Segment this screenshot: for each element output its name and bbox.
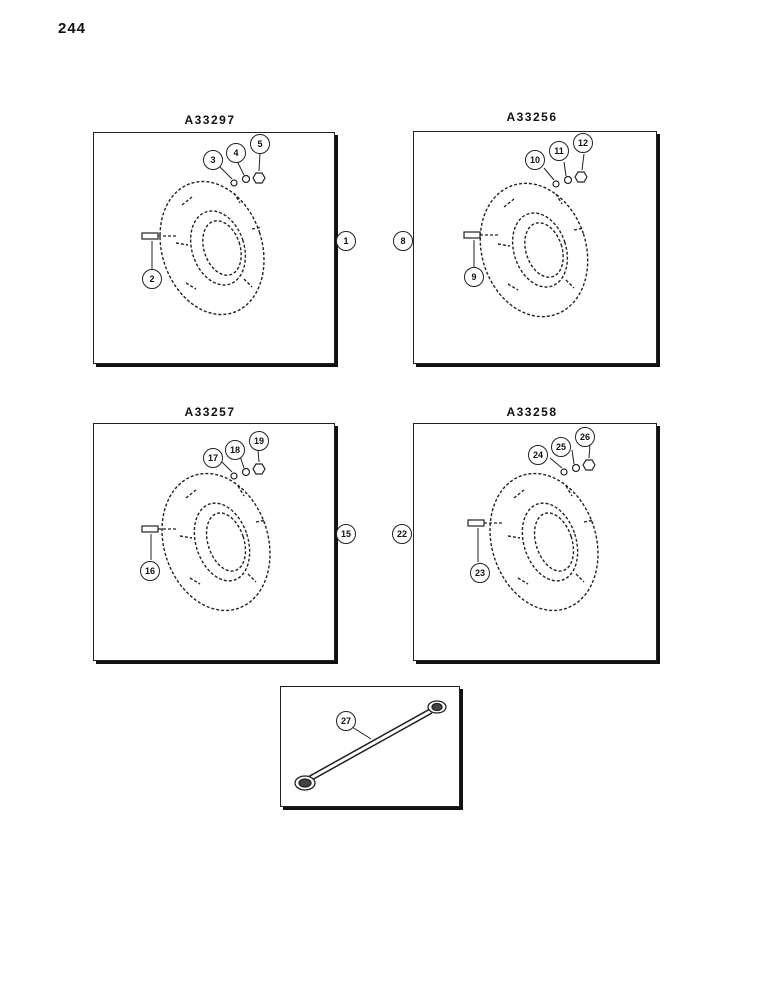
callout-part-b-3: 18 [225, 440, 245, 460]
panel-title-2: A33256 [506, 110, 558, 124]
callout-bolt-3: 16 [140, 561, 160, 581]
callout-wrench: 27 [336, 711, 356, 731]
callout-bolt-1: 2 [142, 269, 162, 289]
callout-part-b-4: 25 [551, 437, 571, 457]
callout-part-a-2: 10 [525, 150, 545, 170]
panel-title-4: A33258 [506, 405, 558, 419]
callout-assembly-1: 1 [336, 231, 356, 251]
weight-panel-1 [93, 132, 335, 364]
wrench-panel [280, 686, 460, 807]
panel-title-1: A33297 [184, 113, 236, 127]
callout-part-a-4: 24 [528, 445, 548, 465]
callout-part-c-2: 12 [573, 133, 593, 153]
callout-part-b-1: 4 [226, 143, 246, 163]
wheel-weight-drawing-4 [467, 443, 599, 612]
callout-assembly-2: 8 [393, 231, 413, 251]
callout-part-c-1: 5 [250, 134, 270, 154]
callout-part-b-2: 11 [549, 141, 569, 161]
callout-bolt-4: 23 [470, 563, 490, 583]
callout-assembly-3: 15 [336, 524, 356, 544]
callout-part-a-3: 17 [203, 448, 223, 468]
wheel-weight-drawing-1 [141, 152, 266, 316]
wheel-weight-drawing-3 [141, 449, 271, 612]
callout-part-a-1: 3 [203, 150, 223, 170]
callout-bolt-2: 9 [464, 267, 484, 287]
callout-part-c-3: 19 [249, 431, 269, 451]
callout-assembly-4: 22 [392, 524, 412, 544]
page-number: 244 [58, 20, 87, 37]
wrench-drawing [294, 700, 447, 791]
wheel-weight-drawing-2 [463, 153, 589, 318]
callout-part-c-4: 26 [575, 427, 595, 447]
panel-title-3: A33257 [184, 405, 236, 419]
